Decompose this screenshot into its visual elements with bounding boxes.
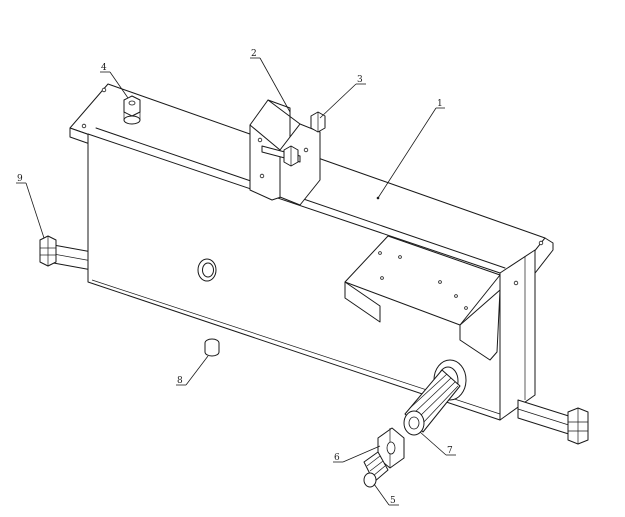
filter-element <box>403 369 461 436</box>
callout-7: 7 <box>447 446 453 456</box>
leader-lines <box>16 57 456 506</box>
left-end-nut <box>39 235 57 267</box>
callout-4: 4 <box>101 63 107 73</box>
callout-3: 3 <box>357 75 363 85</box>
callout-8: 8 <box>177 376 183 386</box>
callout-1: 1 <box>437 99 443 109</box>
top-plug <box>123 95 141 125</box>
fork-bolt-lower <box>283 145 299 167</box>
mounting-bracket <box>344 235 501 361</box>
callout-6: 6 <box>334 453 340 463</box>
hose-fitting <box>363 451 389 488</box>
right-end-nut <box>567 407 589 445</box>
right-shaft <box>517 399 576 437</box>
callout-2: 2 <box>251 49 257 59</box>
callout-9: 9 <box>17 174 23 184</box>
drain-plug <box>204 338 220 357</box>
callout-5: 5 <box>390 496 396 506</box>
callouts: 1 2 3 4 5 6 7 8 9 <box>17 49 453 506</box>
